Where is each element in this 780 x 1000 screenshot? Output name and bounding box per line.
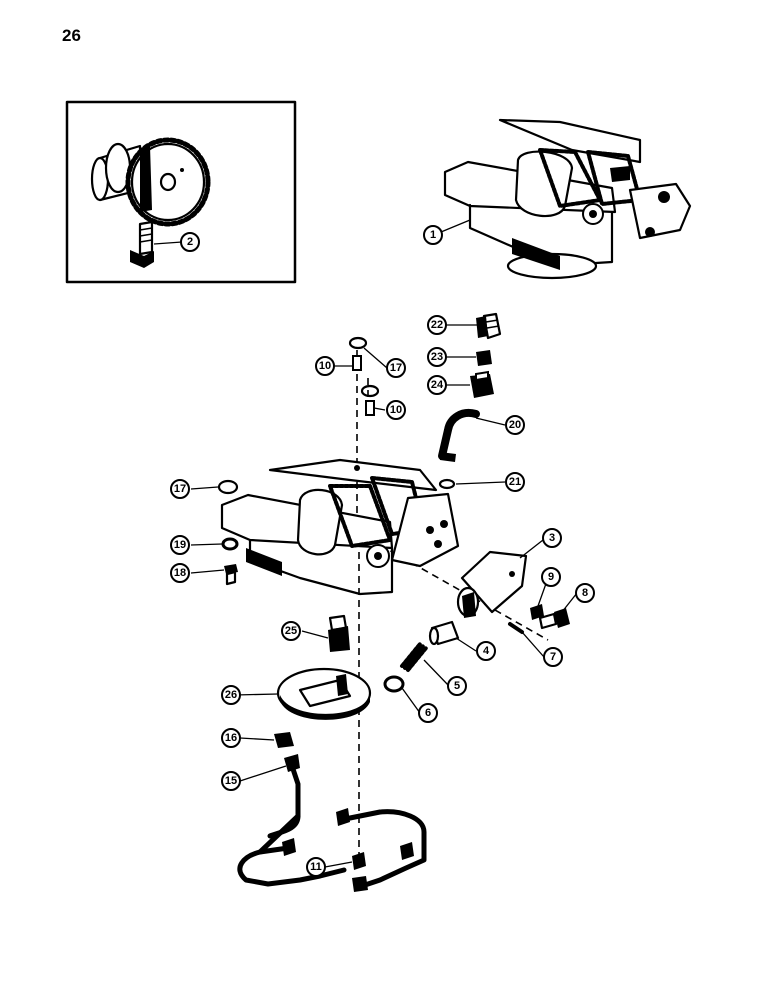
callout-11: 11: [306, 857, 326, 877]
callout-22: 22: [427, 315, 447, 335]
svg-text:17: 17: [390, 362, 402, 374]
callout-26: 26: [221, 685, 241, 705]
part-18-bolt: [224, 564, 238, 586]
svg-text:20: 20: [509, 419, 521, 431]
callout-24: 24: [427, 375, 447, 395]
part-19-washer: [221, 537, 239, 551]
part-20-tube: [438, 409, 480, 460]
svg-text:1: 1: [430, 229, 436, 241]
svg-text:24: 24: [431, 379, 444, 391]
svg-text:23: 23: [431, 351, 443, 363]
small-parts: [217, 312, 570, 892]
part-10-pin-mid: [365, 400, 375, 416]
part-26-screen: [276, 667, 372, 720]
svg-text:9: 9: [548, 571, 554, 583]
part-22-fitting: [476, 312, 502, 340]
part-4-plunger: [428, 620, 460, 646]
callout-17-top: 17: [386, 358, 406, 378]
leader-lines: [153, 219, 578, 868]
callout-20: 20: [505, 415, 525, 435]
callout-1: 1: [423, 225, 443, 245]
svg-text:11: 11: [310, 861, 322, 873]
svg-text:21: 21: [509, 476, 521, 488]
part-25-fitting: [328, 614, 350, 652]
page-number: 26: [62, 26, 81, 45]
assembled-oil-pump: [443, 118, 692, 280]
inset-cap-screw: [130, 220, 154, 268]
svg-text:15: 15: [225, 775, 237, 787]
callout-3: 3: [542, 528, 562, 548]
svg-text:17: 17: [174, 483, 186, 495]
callout-5: 5: [447, 676, 467, 696]
callout-10-mid: 10: [386, 400, 406, 420]
svg-text:22: 22: [431, 319, 443, 331]
part-11-tube-assembly: [237, 808, 427, 892]
svg-text:26: 26: [225, 689, 237, 701]
part-16-nut: [274, 732, 294, 748]
inset-detail: [65, 100, 297, 284]
part-8-bolt: [538, 608, 570, 630]
part-17-washer-mid: [360, 384, 380, 398]
part-3-relief-valve-housing: [456, 550, 528, 618]
svg-text:5: 5: [454, 680, 460, 692]
part-7-pin: [508, 622, 524, 634]
callout-10-top: 10: [315, 356, 335, 376]
inset-gear-illustration: [90, 137, 211, 227]
part-17-washer-top: [348, 336, 368, 350]
callout-15: 15: [221, 771, 241, 791]
svg-text:3: 3: [549, 532, 555, 544]
callout-25: 25: [281, 621, 301, 641]
exploded-pump-body: [220, 458, 460, 596]
callout-21: 21: [505, 472, 525, 492]
part-21-o-ring: [438, 478, 456, 490]
callout-17-left: 17: [170, 479, 190, 499]
svg-text:7: 7: [550, 651, 556, 663]
part-10-pin-top: [352, 355, 362, 371]
svg-text:2: 2: [187, 236, 193, 248]
svg-text:10: 10: [390, 404, 402, 416]
part-5-spring: [400, 642, 428, 672]
part-9-plug: [530, 604, 544, 620]
callout-7: 7: [543, 647, 563, 667]
svg-text:19: 19: [174, 539, 186, 551]
part-17-washer-left: [217, 479, 239, 495]
callouts: 1 2 22 23 24 10 17 10 20 17 21 19 18 3 9…: [170, 225, 595, 877]
callout-16: 16: [221, 728, 241, 748]
svg-text:4: 4: [483, 645, 490, 657]
svg-text:6: 6: [425, 707, 431, 719]
callout-23: 23: [427, 347, 447, 367]
svg-text:25: 25: [285, 625, 297, 637]
part-24-nut: [470, 370, 494, 398]
callout-4: 4: [476, 641, 496, 661]
svg-text:10: 10: [319, 360, 331, 372]
callout-18: 18: [170, 563, 190, 583]
svg-text:18: 18: [174, 567, 186, 579]
callout-6: 6: [418, 703, 438, 723]
part-23-plug: [476, 350, 492, 366]
callout-8: 8: [575, 583, 595, 603]
callout-2: 2: [180, 232, 200, 252]
svg-text:16: 16: [225, 732, 237, 744]
callout-19: 19: [170, 535, 190, 555]
callout-9: 9: [541, 567, 561, 587]
part-6-cap: [383, 675, 405, 693]
svg-text:8: 8: [582, 587, 588, 599]
